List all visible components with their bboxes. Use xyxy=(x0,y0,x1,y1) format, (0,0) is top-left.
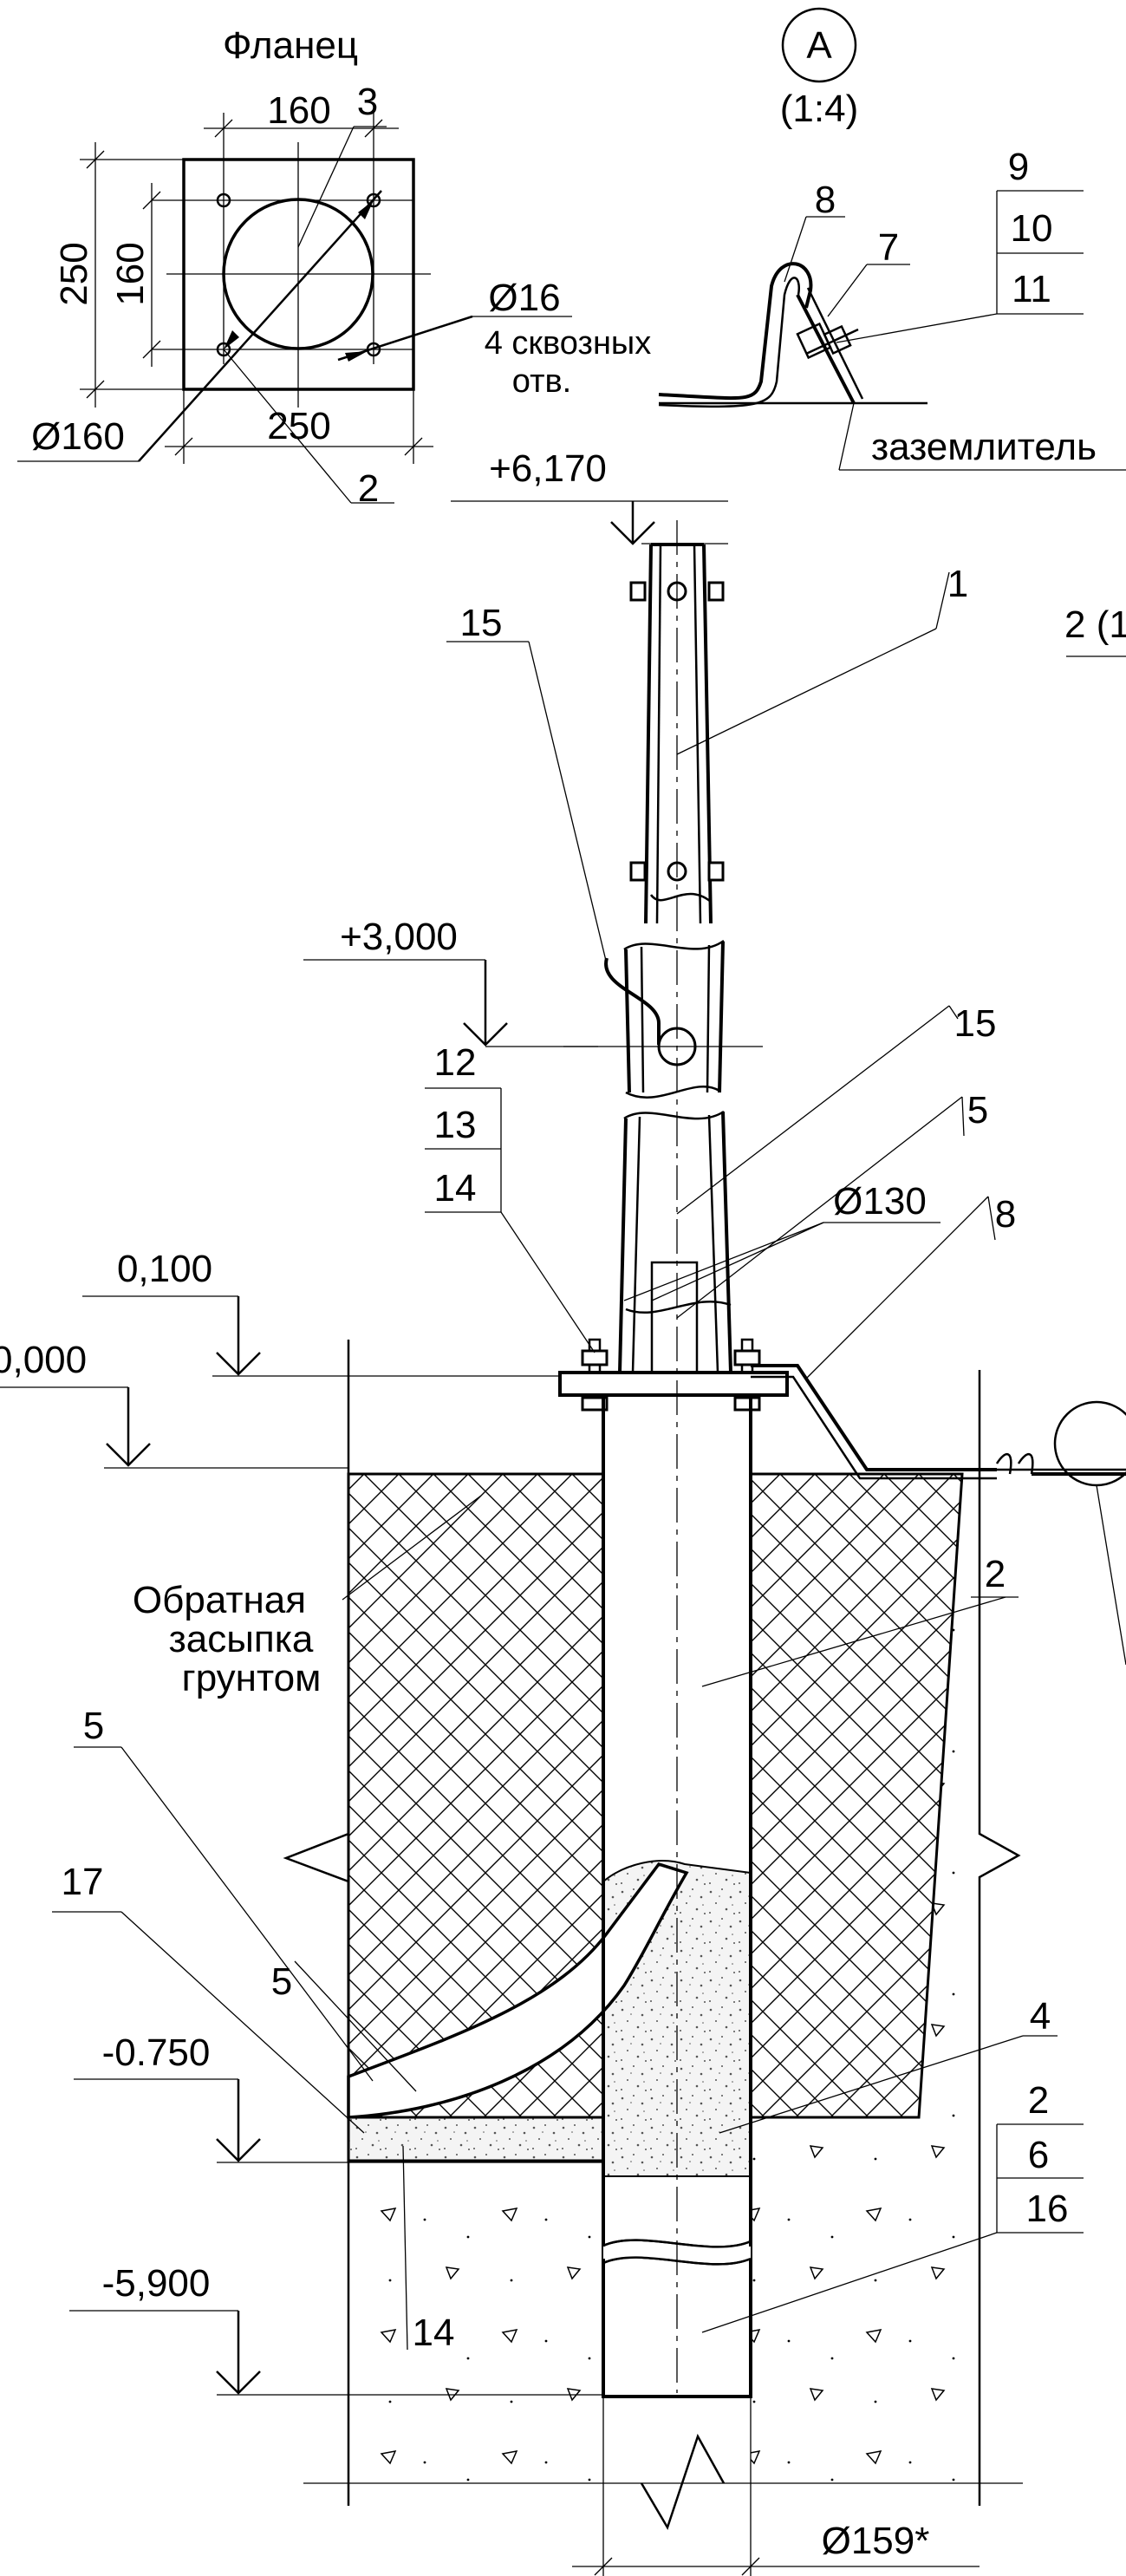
detail-a-callout-11: 11 xyxy=(1012,268,1051,310)
callout-1: 1 xyxy=(947,563,968,605)
detail-a-callout-9: 9 xyxy=(1008,146,1029,188)
elevation-0000: 0,000 xyxy=(0,1339,87,1381)
detail-a-callout-8: 8 xyxy=(815,179,836,221)
detail-a-callout-7: 7 xyxy=(878,226,899,269)
flange-callout-2: 2 xyxy=(358,467,379,510)
callout-4: 4 xyxy=(1030,1995,1051,2038)
flange-hole-dia: Ø16 xyxy=(488,277,560,319)
detail-a: A (1:4) 8 7 9 10 11 заземлитель xyxy=(658,7,1126,471)
callout-17: 17 xyxy=(62,1861,104,1903)
callout-5-inner: 5 xyxy=(271,1960,292,2003)
callout-15-right: 15 xyxy=(954,1002,997,1045)
lower-pole xyxy=(618,1110,732,1374)
middle-pole xyxy=(563,939,763,1099)
callout-13: 13 xyxy=(434,1104,477,1146)
flange-callout-3: 3 xyxy=(357,81,378,123)
callout-15-left: 15 xyxy=(460,602,503,644)
flange-dim-top: 160 xyxy=(267,89,330,132)
elevation-0100: 0,100 xyxy=(117,1248,212,1290)
callout-14: 14 xyxy=(434,1167,477,1210)
elevation-5900: -5,900 xyxy=(102,2262,211,2305)
callout-14-low: 14 xyxy=(413,2312,455,2354)
callout-12: 12 xyxy=(434,1041,477,1084)
elevation-mid: +3,000 xyxy=(340,916,458,958)
base-flange xyxy=(558,1338,789,1412)
detail-a-letter: A xyxy=(806,24,832,67)
elevation-top: +6,170 xyxy=(489,447,607,490)
flange-hole-note-1: 4 сквозных xyxy=(485,325,652,362)
detail-a-callout-10: 10 xyxy=(1011,207,1053,250)
backfill-label-1: Обратная xyxy=(133,1579,306,1621)
flange-title: Фланец xyxy=(223,24,358,67)
callout-6: 6 xyxy=(1028,2134,1049,2176)
callout-2-low: 2 xyxy=(1028,2079,1049,2122)
main-section: +6,170 xyxy=(0,447,1126,2576)
flange-dim-circle: Ø160 xyxy=(31,415,125,458)
upper-pole xyxy=(629,543,725,924)
callout-5-left: 5 xyxy=(83,1705,104,1747)
backfill-label-2: засыпка xyxy=(169,1618,314,1660)
soil-lower-right xyxy=(751,2117,980,2490)
elevation-0750: -0.750 xyxy=(102,2031,211,2074)
callout-16: 16 xyxy=(1026,2188,1069,2230)
conduit-pipe xyxy=(347,1862,689,2119)
detail-a-bubble xyxy=(781,7,857,83)
flange-hole-note-2: отв. xyxy=(512,363,571,400)
detail-a-ground-label: заземлитель xyxy=(871,426,1097,468)
dia-159: Ø159* xyxy=(822,2520,930,2562)
flange-dim-side-outer: 250 xyxy=(53,242,95,305)
callout-8-right: 8 xyxy=(995,1193,1016,1236)
callout-5-top: 5 xyxy=(967,1089,988,1131)
detail-a-scale: (1:4) xyxy=(780,88,858,130)
backfill-label-3: грунтом xyxy=(182,1657,322,1699)
flange-dim-side-inner: 160 xyxy=(109,242,152,305)
dia-130: Ø130 xyxy=(833,1180,927,1223)
concrete-cushion xyxy=(347,2116,605,2162)
callout-2-side: 2 (1 xyxy=(1064,603,1126,646)
soil-lower-left xyxy=(348,2117,603,2490)
flange-view: Фланец 160 3 250 160 xyxy=(17,24,651,510)
callout-2-mid: 2 xyxy=(985,1553,1006,1595)
